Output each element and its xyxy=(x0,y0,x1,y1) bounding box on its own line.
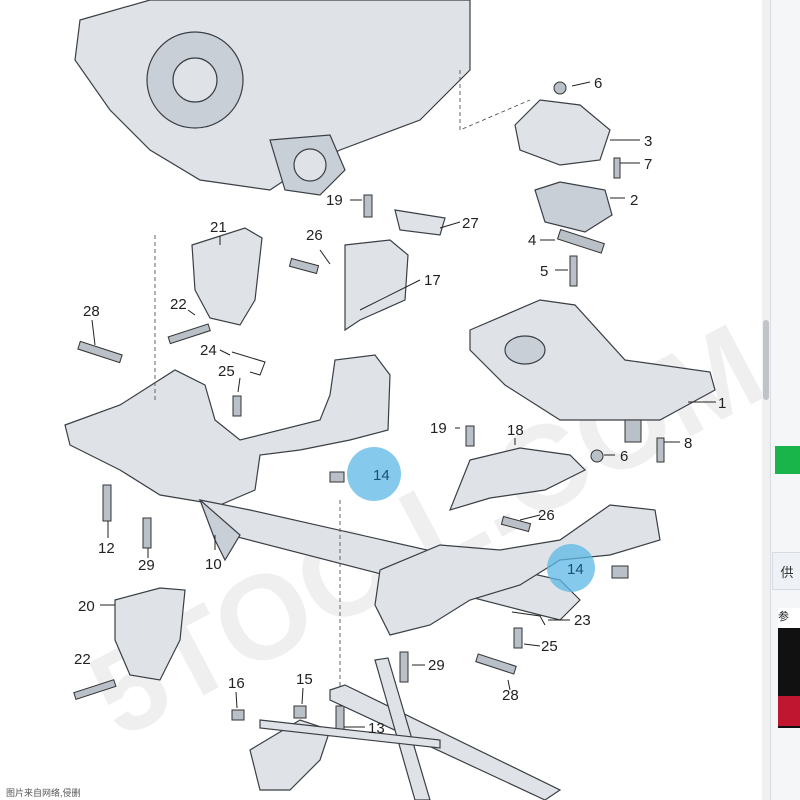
page-scrollbar[interactable] xyxy=(762,0,770,800)
highlight-14-right xyxy=(547,544,595,592)
bolt-22-upper xyxy=(167,323,211,345)
side-section-heading: 参 xyxy=(778,608,800,628)
label-26-upper: 26 xyxy=(306,227,323,244)
bolt-28-lower xyxy=(475,653,517,675)
lower-strut-b xyxy=(374,657,431,800)
parts-diagram: 5TOC L.COM xyxy=(64,0,770,800)
bolt-7 xyxy=(613,157,621,179)
lower-strut-c xyxy=(249,719,331,791)
label-15: 15 xyxy=(296,671,313,688)
label-26-lower: 26 xyxy=(538,507,555,524)
transmission-crossmember xyxy=(469,299,716,443)
label-21: 21 xyxy=(210,219,227,236)
green-action-button[interactable] xyxy=(775,446,800,474)
damper-14-left xyxy=(329,471,345,483)
bolt-26-lower xyxy=(500,515,532,533)
label-19-lower: 19 xyxy=(430,420,447,437)
bolt-15 xyxy=(293,705,307,719)
transmission-housing xyxy=(74,0,471,196)
lower-strut-d xyxy=(259,719,441,749)
highlight-14-left xyxy=(347,447,401,501)
side-thumbnail-accent xyxy=(778,696,800,726)
label-16: 16 xyxy=(228,675,245,692)
label-14-left: 14 xyxy=(373,467,390,484)
label-28-upper: 28 xyxy=(83,303,100,320)
label-22-upper: 22 xyxy=(170,296,187,313)
label-5: 5 xyxy=(540,263,548,280)
label-2: 2 xyxy=(630,192,638,209)
bolt-22-lower xyxy=(73,679,117,700)
label-7: 7 xyxy=(644,156,652,173)
lower-strut-a xyxy=(329,684,562,800)
label-3: 3 xyxy=(644,133,652,150)
label-18: 18 xyxy=(507,422,524,439)
label-17: 17 xyxy=(424,272,441,289)
label-12: 12 xyxy=(98,540,115,557)
nut-6 xyxy=(590,449,604,463)
front-subframe xyxy=(64,354,661,636)
label-25-upper: 25 xyxy=(218,363,235,380)
side-chip-supply[interactable]: 供 xyxy=(772,552,800,590)
label-13: 13 xyxy=(368,720,385,737)
bolt-16 xyxy=(231,709,245,721)
bracket-17 xyxy=(344,239,409,332)
label-29-right: 29 xyxy=(428,657,445,674)
diagram-canvas: 5TOC L.COM xyxy=(64,0,770,800)
bolt-19-lower xyxy=(465,425,475,447)
bracket-21 xyxy=(191,227,263,326)
label-6-bottom: 6 xyxy=(620,448,628,465)
bracket-20 xyxy=(114,587,186,681)
label-20: 20 xyxy=(78,598,95,615)
image-source-note: 图片来自网络,侵删 xyxy=(6,788,81,798)
label-28-lower: 28 xyxy=(502,687,519,704)
stud-29-left xyxy=(142,517,152,549)
mount-plate xyxy=(556,228,606,254)
bolt-19-upper xyxy=(363,194,373,218)
label-22-lower: 22 xyxy=(74,651,91,668)
scrollbar-thumb[interactable] xyxy=(763,320,769,400)
label-6-top: 6 xyxy=(594,75,602,92)
label-10: 10 xyxy=(205,556,222,573)
label-23: 23 xyxy=(574,612,591,629)
label-27: 27 xyxy=(462,215,479,232)
bolt-12 xyxy=(102,484,112,522)
clip-23 xyxy=(511,611,546,626)
damper-14-right xyxy=(611,565,629,579)
bolt-8 xyxy=(656,437,665,463)
guide-line-top xyxy=(459,70,531,131)
bolt-25-upper xyxy=(232,395,242,417)
label-1: 1 xyxy=(718,395,726,412)
label-25-lower: 25 xyxy=(541,638,558,655)
label-24: 24 xyxy=(200,342,217,359)
clip-24 xyxy=(231,351,266,376)
label-4: 4 xyxy=(528,232,536,249)
label-29-left: 29 xyxy=(138,557,155,574)
bolt-5 xyxy=(569,255,578,287)
stud-29-right xyxy=(399,651,409,683)
bracket-27 xyxy=(394,209,446,236)
heat-shield-18 xyxy=(448,447,587,511)
label-14-right: 14 xyxy=(567,561,584,578)
label-19-upper: 19 xyxy=(326,192,343,209)
rubber-mount xyxy=(534,181,613,233)
bolt-28-upper xyxy=(77,340,123,364)
label-8: 8 xyxy=(684,435,692,452)
bolt-26-upper xyxy=(288,257,320,275)
gearbox-mount-upper xyxy=(514,81,611,166)
bolt-25-lower xyxy=(513,627,523,649)
